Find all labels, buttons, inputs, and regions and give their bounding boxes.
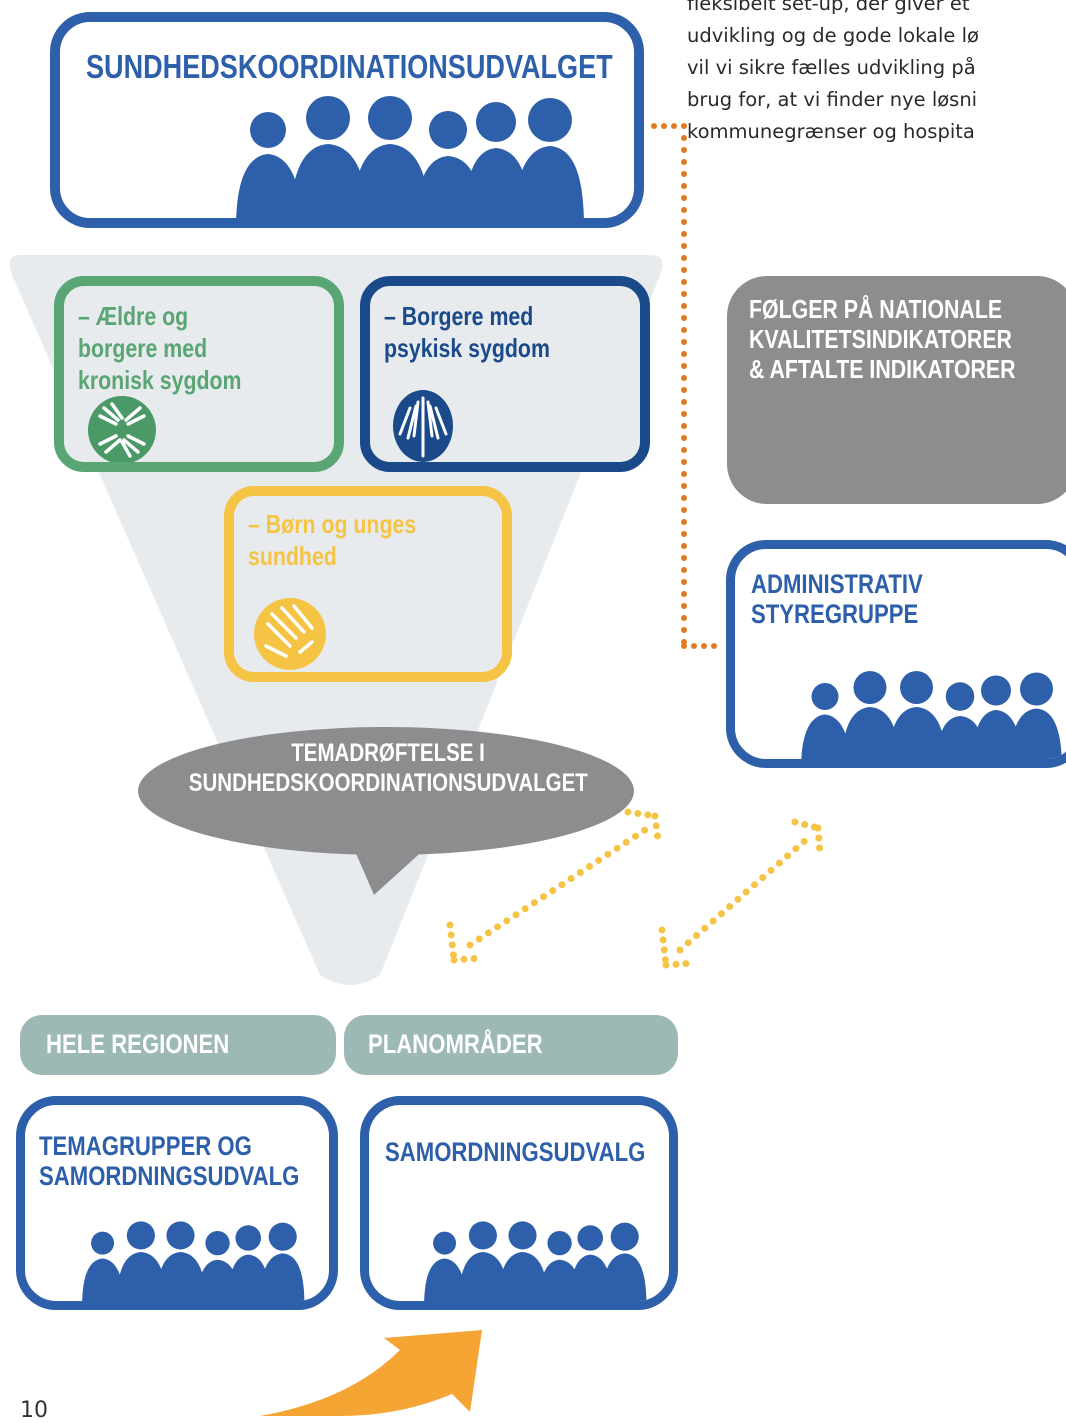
pill-whole-region: HELE REGIONEN <box>20 1015 336 1075</box>
theme-box-elderly: – Ældre og borgere med kronisk sygdom <box>54 276 344 472</box>
intro-line: kommunegrænser og hospita <box>687 120 975 143</box>
pill-plan-areas: PLANOMRÅDER <box>344 1015 678 1075</box>
indicators-line: KVALITETSINDIKATORER <box>749 324 1012 354</box>
hands-icon <box>254 598 326 670</box>
theme-label-line: borgere med <box>78 333 208 363</box>
people-silhouette-icon <box>795 665 1065 768</box>
admin-group-line: ADMINISTRATIV <box>751 569 923 599</box>
theme-groups-box: TEMAGRUPPER OG SAMORDNINGSUDVALG <box>16 1096 338 1310</box>
admin-group-line: STYREGRUPPE <box>751 599 919 629</box>
admin-steering-group-box: ADMINISTRATIV STYREGRUPPE <box>726 540 1066 768</box>
intro-line: vil vi sikre fælles udvikling på <box>687 56 976 79</box>
speech-bubble-text: TEMADRØFTELSE I SUNDHEDSKOORDINATIONSUDV… <box>138 738 638 798</box>
speech-bubble-shape <box>138 727 634 895</box>
yellow-dotted-double-arrows <box>446 808 824 969</box>
intro-line: fleksibelt set-up, der giver et <box>687 0 970 15</box>
praying-hands-icon <box>393 390 453 462</box>
speech-bubble-line: TEMADRØFTELSE I <box>291 739 485 767</box>
top-committee-title: SUNDHEDSKOORDINATIONSUDVALGET <box>86 48 613 85</box>
theme-label-line: – Borgere med <box>384 301 534 331</box>
hands-circle-icon <box>88 396 156 462</box>
intro-line: brug for, at vi finder nye løsni <box>687 88 978 111</box>
theme-label-line: sundhed <box>248 541 337 571</box>
theme-label-line: – Børn og unges <box>248 509 417 539</box>
intro-text: fleksibelt set-up, der giver et udviklin… <box>687 0 979 148</box>
indicators-line: FØLGER PÅ NATIONALE <box>749 294 1003 324</box>
speech-bubble-line: SUNDHEDSKOORDINATIONSUDVALGET <box>188 769 588 797</box>
theme-label-line: kronisk sygdom <box>78 365 242 395</box>
people-silhouette-icon <box>77 1215 307 1307</box>
theme-box-children: – Børn og unges sundhed <box>224 486 512 682</box>
orange-dotted-connector <box>651 123 727 649</box>
indicators-box: FØLGER PÅ NATIONALE KVALITETSINDIKATORER… <box>727 276 1066 504</box>
theme-box-psychiatric: – Borgere med psykisk sygdom <box>360 276 650 472</box>
coordination-line: SAMORDNINGSUDVALG <box>385 1137 646 1167</box>
top-committee-box: SUNDHEDSKOORDINATIONSUDVALGET <box>50 12 644 228</box>
people-silhouette-icon <box>419 1215 649 1307</box>
page-number: 10 <box>20 1398 48 1423</box>
theme-groups-line: TEMAGRUPPER OG <box>39 1131 252 1161</box>
curved-arrow-icon <box>260 1330 482 1416</box>
theme-groups-line: SAMORDNINGSUDVALG <box>39 1161 300 1191</box>
people-silhouette-icon <box>228 88 588 228</box>
theme-label-line: – Ældre og <box>78 301 189 331</box>
theme-label-line: psykisk sygdom <box>384 333 550 363</box>
intro-line: udvikling og de gode lokale lø <box>687 24 979 47</box>
indicators-line: & AFTALTE INDIKATORER <box>749 354 1016 384</box>
coordination-committee-box: SAMORDNINGSUDVALG <box>360 1096 678 1310</box>
